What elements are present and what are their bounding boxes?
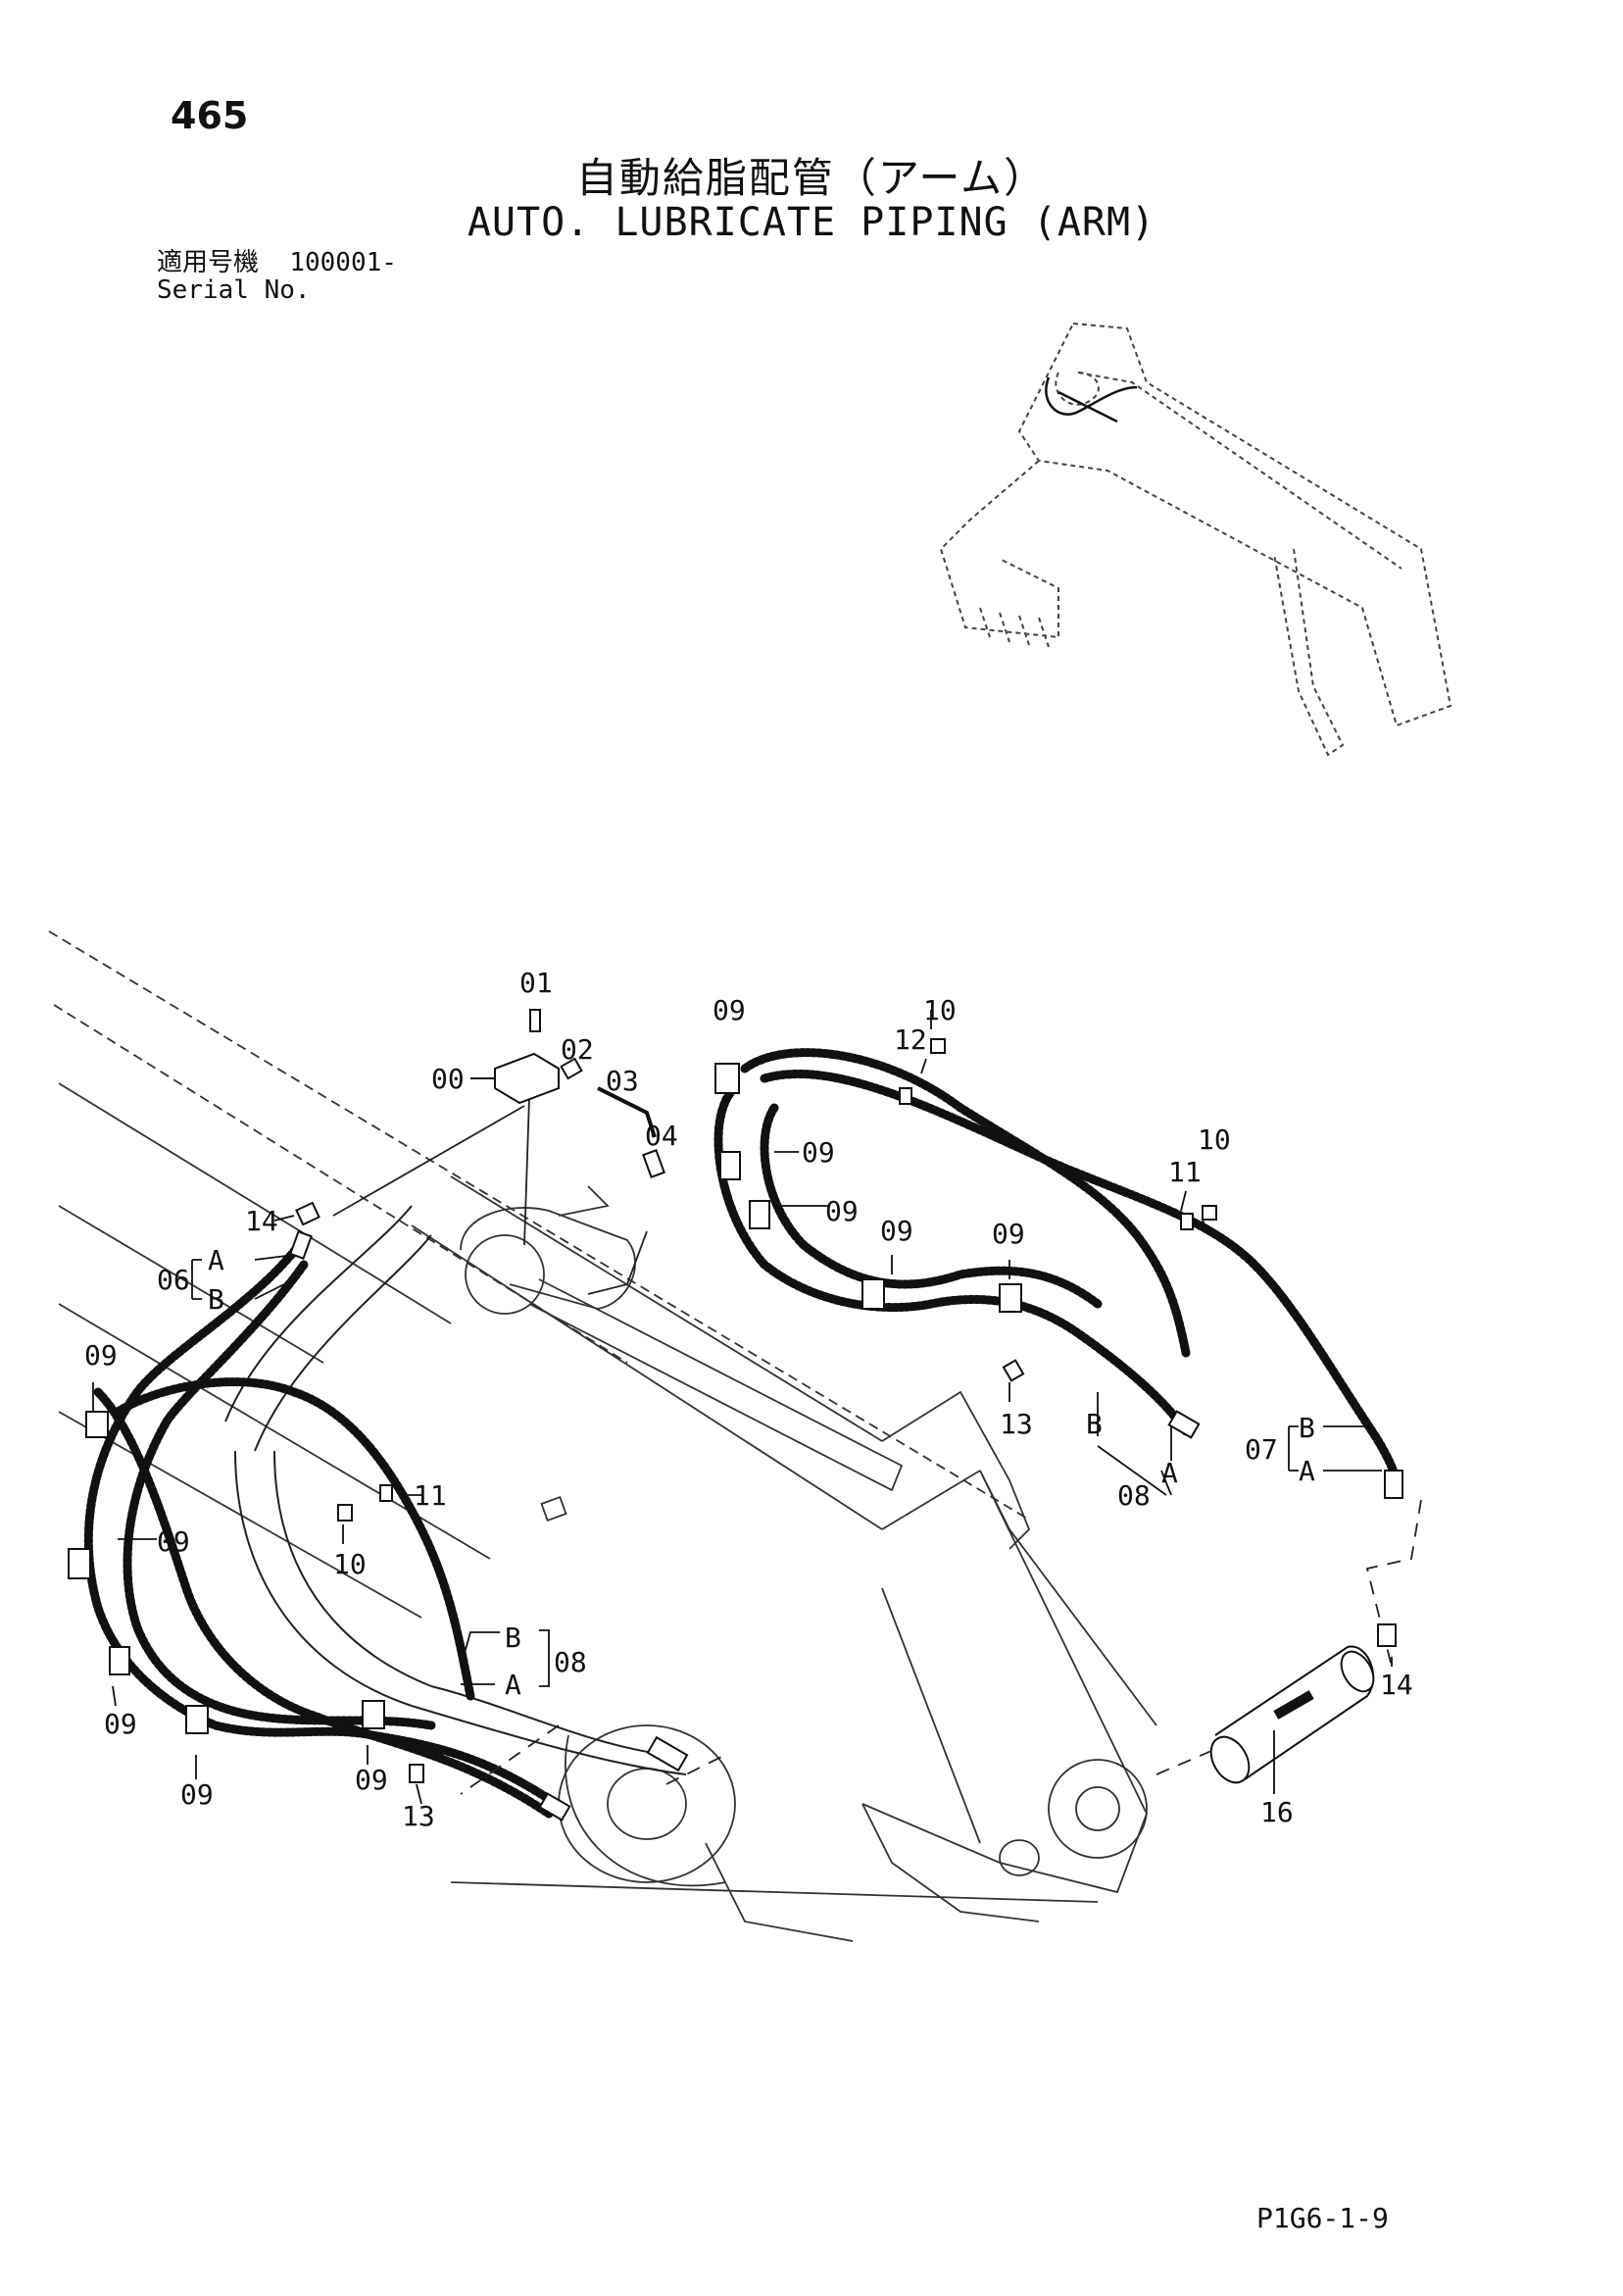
elbow-part-14-left — [295, 1201, 320, 1226]
fitting-part-04 — [642, 1149, 665, 1178]
machine-overview-thumbnail — [939, 322, 1452, 757]
callout-leaders — [92, 1010, 1393, 1805]
clamp-part-09 — [999, 1283, 1022, 1313]
callout-labels: 00 01 02 03 04 14 06 A B 09 09 09 09 09 … — [84, 967, 1413, 1832]
callout-11-right: 11 — [1168, 1156, 1202, 1188]
serial-value: 100001- — [289, 248, 397, 277]
hose-end-fitting — [646, 1735, 689, 1772]
clamp-part-09 — [749, 1200, 770, 1229]
hose-end-fitting — [1167, 1410, 1201, 1439]
callout-10-right-2: 10 — [1198, 1123, 1231, 1156]
callout-03: 03 — [606, 1065, 639, 1097]
pipe-part-03 — [597, 1086, 657, 1138]
clamp-part-09 — [362, 1700, 385, 1729]
serial-label-en: Serial No. — [157, 275, 311, 305]
callout-09-left-5: 09 — [355, 1764, 388, 1796]
serial-label-jp: 適用号機 — [157, 248, 260, 277]
callout-07-A: A — [1299, 1455, 1315, 1487]
footer-code: P1G6-1-9 — [1256, 2202, 1389, 2234]
bracket-part-11 — [1180, 1213, 1194, 1230]
clamp-part-09 — [109, 1646, 130, 1675]
hose-end-fitting — [538, 1792, 571, 1822]
callout-09-left-2: 09 — [157, 1525, 190, 1558]
callout-09-left-1: 09 — [84, 1339, 118, 1372]
callout-08-right: 08 — [1117, 1479, 1151, 1512]
callout-02: 02 — [561, 1033, 594, 1066]
callout-09-right-4: 09 — [880, 1215, 913, 1247]
callout-08-left: 08 — [554, 1646, 587, 1678]
callout-16: 16 — [1260, 1796, 1294, 1828]
bolt-part-10 — [930, 1038, 946, 1054]
clamp-part-09 — [185, 1705, 209, 1734]
callout-00: 00 — [431, 1063, 465, 1095]
callout-10-right-1: 10 — [923, 994, 957, 1026]
callout-08-right-A: A — [1161, 1457, 1178, 1489]
block-part-00 — [494, 1052, 560, 1105]
callout-09-left-3: 09 — [104, 1708, 137, 1740]
callout-10-left: 10 — [333, 1548, 367, 1580]
bolt-part-01 — [529, 1009, 541, 1032]
clamp-part-09 — [861, 1278, 885, 1310]
arm-cylinder — [224, 1205, 687, 1775]
page-title-japanese: 自動給脂配管（アーム） — [575, 154, 1048, 202]
callout-06-B: B — [208, 1283, 224, 1316]
callout-07-B: B — [1299, 1412, 1315, 1444]
callout-01: 01 — [519, 967, 553, 999]
callout-13-right: 13 — [1000, 1408, 1033, 1440]
clamp-part-09 — [85, 1411, 109, 1438]
serial-block: 適用号機 100001- Serial No. — [157, 249, 397, 304]
callout-08-right-B: B — [1086, 1408, 1103, 1440]
callout-14-left: 14 — [245, 1205, 278, 1237]
thumbnail-hose-highlight — [1045, 376, 1138, 424]
callout-13-left: 13 — [402, 1800, 435, 1832]
parts — [68, 1009, 1403, 1822]
callout-06: 06 — [157, 1264, 190, 1296]
page-number: 465 — [171, 94, 249, 137]
callout-07: 07 — [1245, 1433, 1278, 1466]
clamp-part-09 — [719, 1151, 741, 1180]
grease-cylinder-part-16 — [1209, 1645, 1375, 1784]
callout-08-left-A: A — [505, 1669, 521, 1701]
callout-04: 04 — [645, 1120, 678, 1152]
arm-structure — [48, 930, 1157, 1942]
callout-12: 12 — [894, 1023, 927, 1056]
page-title-english: AUTO. LUBRICATE PIPING (ARM) — [467, 200, 1156, 245]
callout-09-right-2: 09 — [802, 1136, 835, 1169]
elbow-part-14-right — [1377, 1623, 1397, 1647]
fitting-part-13 — [409, 1764, 424, 1783]
clamp-part-09 — [68, 1548, 91, 1579]
callout-11-left: 11 — [414, 1479, 447, 1512]
bolt-part-10 — [1202, 1205, 1217, 1221]
hose-end-fitting — [1384, 1470, 1403, 1499]
bracket-part-11 — [379, 1484, 393, 1502]
fitting-part-02 — [560, 1057, 583, 1080]
callout-09-right-3: 09 — [825, 1195, 859, 1227]
bracket-part-12 — [899, 1087, 912, 1105]
clamp-part-09 — [714, 1063, 740, 1094]
bolt-part-10 — [337, 1504, 353, 1522]
callout-06-A: A — [208, 1244, 224, 1276]
callout-09-left-4: 09 — [180, 1778, 214, 1811]
hose-end-fitting — [289, 1230, 313, 1260]
callout-08-left-B: B — [505, 1622, 521, 1654]
callout-09-right-5: 09 — [992, 1218, 1025, 1250]
callout-09-right-1: 09 — [713, 994, 746, 1026]
fitting-part-13 — [1002, 1359, 1025, 1382]
callout-14-right: 14 — [1380, 1669, 1413, 1701]
